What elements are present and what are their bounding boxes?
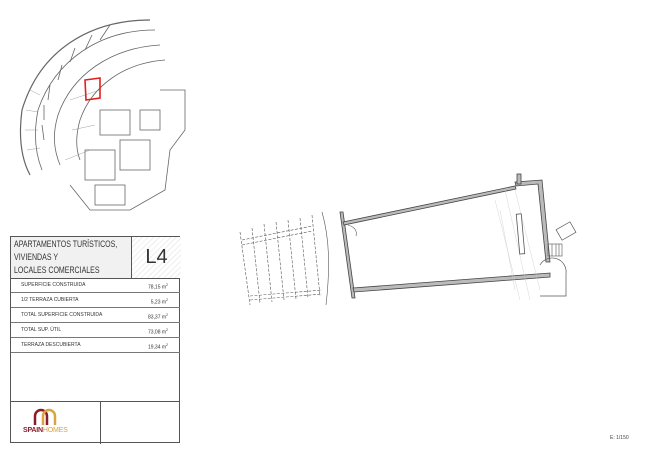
counter	[515, 213, 526, 255]
area-label: 1/2 TERRAZA CUBIERTA	[21, 297, 79, 303]
project-title: APARTAMENTOS TURÍSTICOS, VIVIENDAS Y LOC…	[11, 237, 131, 278]
area-label: TOTAL SUP. ÚTIL	[21, 327, 62, 333]
area-value: 73,08 m2	[147, 328, 168, 336]
floor-plan	[239, 173, 577, 306]
empty-cell	[100, 401, 180, 444]
area-label: SUPERFICIE CONSTRUIDA	[21, 282, 86, 288]
area-row: TOTAL SUPERFICIE CONSTRUIDA 83,37 m2	[11, 308, 180, 323]
title-line: LOCALES COMERCIALES	[14, 265, 100, 276]
logo-cell: SPAINHOMES	[11, 401, 101, 444]
steps	[547, 243, 563, 257]
unit-highlight	[84, 77, 101, 101]
door-swing	[347, 224, 357, 237]
area-value: 83,37 m2	[147, 313, 168, 321]
area-label: TERRAZA DESCUBIERTA	[21, 342, 81, 348]
area-value: 19,34 m2	[147, 343, 168, 351]
unit-code: L4	[131, 237, 181, 278]
info-header: APARTAMENTOS TURÍSTICOS, VIVIENDAS Y LOC…	[11, 237, 181, 279]
area-label: TOTAL SUPERFICIE CONSTRUIDA	[21, 312, 103, 318]
area-value: 78,15 m2	[147, 283, 168, 291]
area-row: 1/2 TERRAZA CUBIERTA 5,23 m2	[11, 293, 180, 308]
area-row: TERRAZA DESCUBIERTA 19,34 m2	[11, 338, 180, 353]
spainhomes-logo-icon	[33, 408, 57, 425]
site-key-plan	[19, 19, 186, 211]
area-value: 5,23 m2	[150, 298, 168, 306]
hatch	[494, 189, 541, 301]
entrance-door	[539, 257, 567, 297]
area-row: TOTAL SUP. ÚTIL 73,08 m2	[11, 323, 180, 338]
sign-box	[555, 221, 577, 241]
walls	[339, 173, 551, 299]
title-line: VIVIENDAS Y	[14, 252, 59, 263]
scale-label: E: 1/150	[610, 435, 629, 441]
logo-text: SPAINHOMES	[23, 427, 68, 434]
area-row: SUPERFICIE CONSTRUIDA 78,15 m2	[11, 278, 180, 293]
terrace	[239, 211, 329, 306]
title-line: APARTAMENTOS TURÍSTICOS,	[14, 239, 118, 250]
info-table: APARTAMENTOS TURÍSTICOS, VIVIENDAS Y LOC…	[10, 236, 181, 444]
